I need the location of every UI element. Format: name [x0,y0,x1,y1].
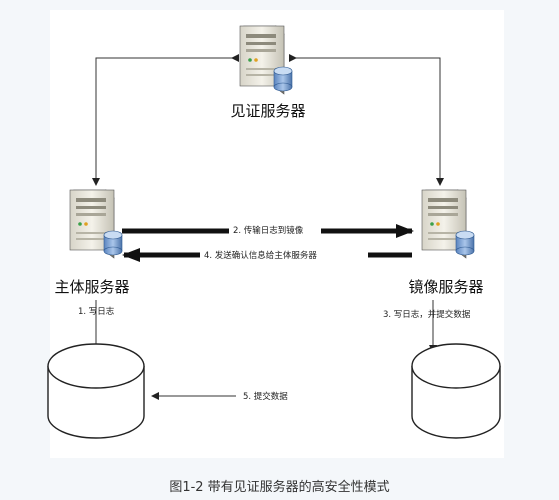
mirror-server-label: 镜像服务器 [408,278,483,296]
witness-mirror-connector [289,54,444,186]
figure-caption: 图1-2 带有见证服务器的高安全性模式 [169,480,390,495]
step-5-label: 5. 提交数据 [243,391,288,402]
step-4-label: 4. 发送确认信息给主体服务器 [204,250,317,261]
principal-server-label: 主体服务器 [54,278,129,296]
principal-database-icon [47,343,145,439]
mirror-server-icon [421,189,475,259]
witness-principal-connector [92,54,239,186]
principal-server-icon [69,189,123,259]
step-3-label: 3. 写日志，并提交数据 [383,309,471,320]
mirror-database-icon [411,343,501,439]
witness-server-icon [239,25,293,95]
witness-server-label: 见证服务器 [230,102,305,120]
step-1-label: 1. 写日志 [78,306,115,317]
step-2-label: 2. 传输日志到镜像 [233,225,304,236]
